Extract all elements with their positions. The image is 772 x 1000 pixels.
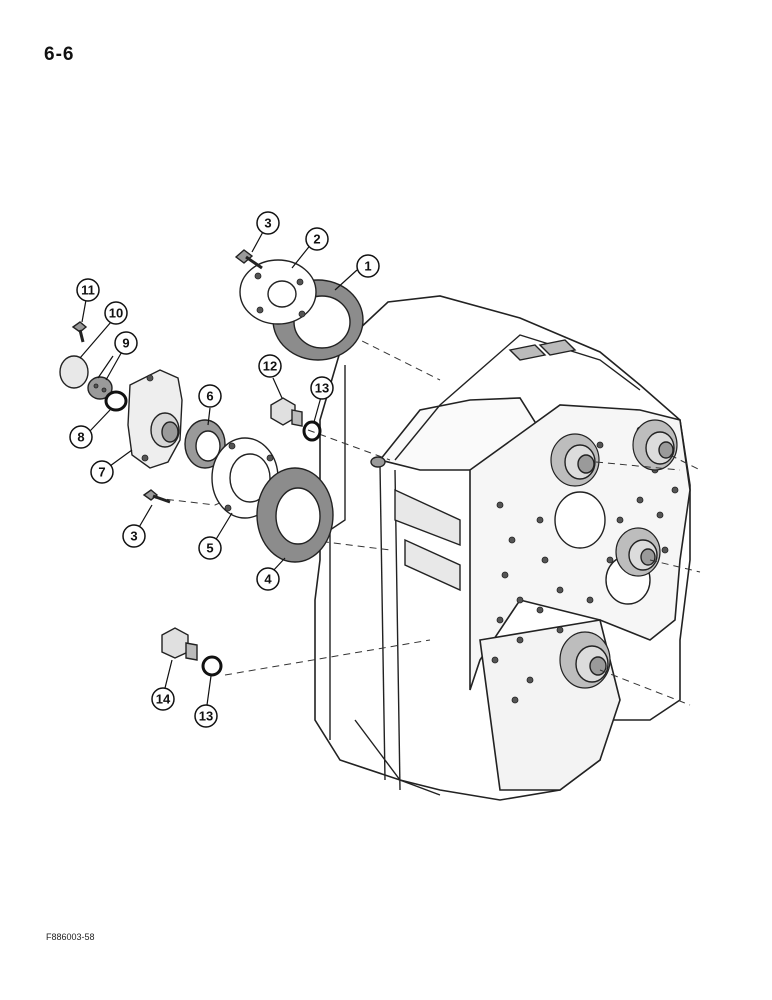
- svg-text:13: 13: [315, 381, 329, 396]
- svg-text:6: 6: [206, 389, 213, 404]
- svg-text:3: 3: [130, 529, 137, 544]
- cap-screw-small: [71, 321, 88, 343]
- svg-text:4: 4: [264, 572, 272, 587]
- upper-cover-plate: [239, 259, 317, 325]
- cap-screw-upper: [234, 249, 263, 270]
- callout-3-lower: 3: [122, 524, 146, 548]
- pipe-plug-upper: [270, 397, 303, 427]
- callout-4: 4: [256, 567, 280, 591]
- transmission-housing: [314, 295, 691, 801]
- svg-text:5: 5: [206, 541, 213, 556]
- output-shaft-upper-left: [550, 433, 600, 487]
- output-shaft-middle: [615, 527, 661, 577]
- callout-12: 12: [258, 354, 282, 378]
- callout-6: 6: [198, 384, 222, 408]
- svg-text:14: 14: [156, 692, 171, 707]
- callout-13-lower: 13: [194, 704, 218, 728]
- svg-text:12: 12: [263, 359, 277, 374]
- callout-7: 7: [90, 460, 114, 484]
- svg-text:8: 8: [77, 430, 84, 445]
- callout-5: 5: [198, 536, 222, 560]
- svg-text:2: 2: [313, 232, 320, 247]
- output-shaft-upper-right: [632, 419, 678, 471]
- svg-text:9: 9: [122, 336, 129, 351]
- callouts: 1 2 3 3 4 5 6 7 8 9 10 1: [69, 211, 380, 728]
- callout-9: 9: [114, 331, 138, 355]
- callout-10: 10: [104, 301, 128, 325]
- o-ring-small: [104, 390, 128, 412]
- svg-text:7: 7: [98, 465, 105, 480]
- callout-11: 11: [76, 278, 100, 302]
- page-number: 6-6: [44, 44, 75, 65]
- o-ring-upper: [302, 420, 322, 442]
- output-shaft-lower: [559, 631, 611, 689]
- lower-gasket: [256, 467, 334, 563]
- svg-text:3: 3: [264, 216, 271, 231]
- lock-plates: [87, 376, 113, 400]
- figure-code: F886003-58: [46, 932, 95, 942]
- washer-plate: [59, 355, 89, 389]
- svg-text:1: 1: [364, 259, 371, 274]
- callout-8: 8: [69, 425, 93, 449]
- callout-3-upper: 3: [256, 211, 280, 235]
- callout-14: 14: [151, 687, 175, 711]
- cap-screw-lower: [142, 489, 171, 504]
- output-yoke: [127, 369, 183, 469]
- callout-2: 2: [305, 227, 329, 251]
- svg-text:11: 11: [81, 283, 95, 298]
- o-ring-lower: [201, 655, 223, 677]
- callout-13-upper: 13: [310, 376, 334, 400]
- oil-seal: [184, 419, 226, 469]
- svg-text:13: 13: [199, 709, 213, 724]
- svg-text:10: 10: [109, 306, 123, 321]
- callout-1: 1: [356, 254, 380, 278]
- pipe-plug-lower: [161, 627, 198, 661]
